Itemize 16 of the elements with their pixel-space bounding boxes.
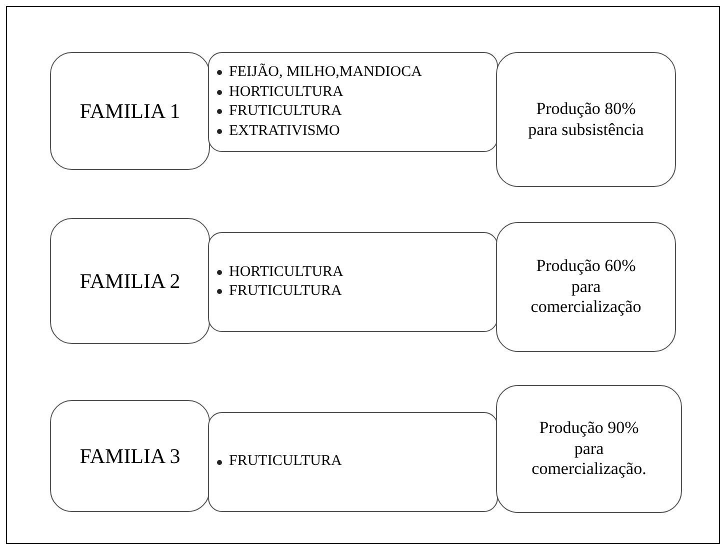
activity-list-box [208,52,498,152]
list-item: HORTICULTURA [229,82,344,102]
family-box: FAMILIA 2 [50,218,210,344]
list-item: FRUTICULTURA [229,282,342,301]
list-item: EXTRATIVISMO [229,122,340,140]
family-box: FAMILIA 1 [50,52,210,170]
list-item: FRUTICULTURA [229,102,342,121]
family-box: FAMILIA 3 [50,400,210,512]
production-box: Produção 90% para comercialização. [496,385,682,513]
list-item: FEIJÃO, MILHO,MANDIOCA [229,63,422,82]
list-item: FRUTICULTURA [229,452,342,472]
activity-list-box [208,412,498,512]
activity-list-box [208,232,498,332]
production-box: Produção 60% para comercialização [496,222,676,352]
list-item: HORTICULTURA [229,262,344,282]
production-box: Produção 80% para subsistência [496,52,676,187]
